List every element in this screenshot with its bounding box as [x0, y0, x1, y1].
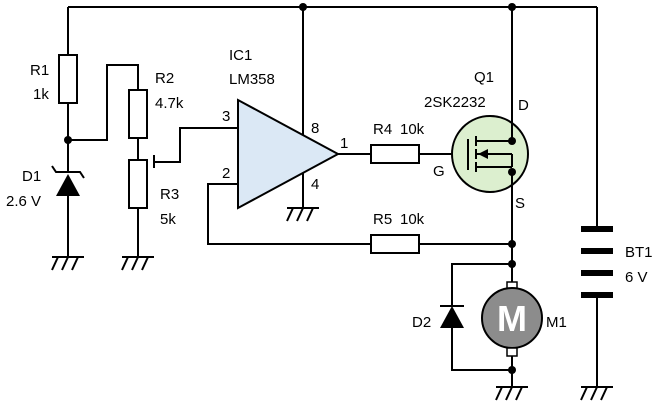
r5-branch — [370, 234, 516, 254]
d2-flyback-diode — [440, 263, 512, 371]
r3-value: 5k — [160, 211, 176, 228]
q1-mosfet — [451, 7, 529, 264]
ic1-pin8: 8 — [311, 120, 319, 137]
r1-d1-branch — [51, 7, 85, 271]
q1-ref: Q1 — [474, 69, 494, 86]
d1-zener-diode — [51, 165, 85, 196]
r4-ref: R4 — [373, 121, 392, 138]
r2-ref: R2 — [155, 70, 174, 87]
m1-ref: M1 — [546, 314, 567, 331]
ic1-ref: IC1 — [229, 47, 252, 64]
d1-ref: D1 — [22, 168, 41, 185]
ground-battery — [580, 386, 613, 401]
q1-gate-label: G — [433, 163, 445, 180]
bt1-value: 6 V — [625, 269, 648, 286]
ground-2 — [121, 256, 154, 271]
r2-value: 4.7k — [155, 95, 184, 112]
ic1-pin1: 1 — [340, 135, 348, 152]
ground-motor — [495, 386, 528, 401]
r3-potentiometer — [128, 159, 148, 209]
ic1-part: LM358 — [229, 71, 275, 88]
r5-resistor — [370, 234, 420, 254]
d1-value: 2.6 V — [6, 193, 41, 210]
r2-resistor — [128, 89, 148, 139]
q1-part: 2SK2232 — [424, 94, 486, 111]
bt1-ref: BT1 — [625, 244, 653, 261]
q1-drain-label: D — [518, 97, 529, 114]
m1-symbol: M — [497, 298, 527, 339]
q1-source-label: S — [515, 195, 525, 212]
positive-rail — [68, 3, 597, 11]
r1-ref: R1 — [30, 62, 49, 79]
r2-r3-divider — [68, 64, 238, 271]
ground-1 — [51, 256, 84, 271]
r1-value: 1k — [33, 86, 49, 103]
r4-resistor — [370, 144, 420, 164]
ic1-pin3: 3 — [222, 108, 230, 125]
ic1-opamp — [207, 7, 371, 245]
r4-branch — [338, 144, 468, 164]
r1-resistor — [58, 54, 78, 104]
d2-ref: D2 — [412, 314, 431, 331]
r5-ref: R5 — [373, 211, 392, 228]
bt1-battery — [580, 7, 613, 401]
r5-value: 10k — [400, 211, 425, 228]
r3-ref: R3 — [160, 186, 179, 203]
ground-opamp — [286, 207, 319, 222]
ic1-pin2: 2 — [222, 165, 230, 182]
r4-value: 10k — [400, 121, 425, 138]
ic1-pin4: 4 — [311, 176, 319, 193]
m1-motor: M — [481, 260, 543, 401]
